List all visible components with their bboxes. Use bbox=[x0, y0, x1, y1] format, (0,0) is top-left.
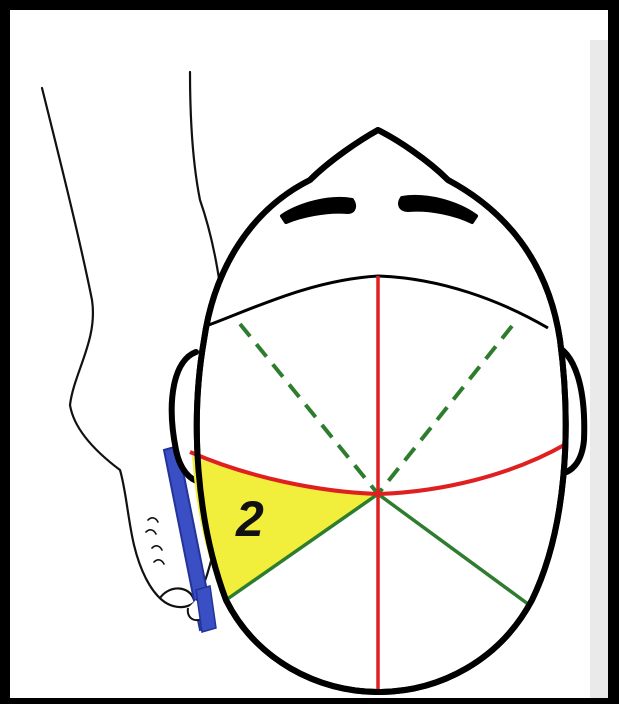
edge-shadow bbox=[590, 40, 608, 698]
section-number-label: 2 bbox=[235, 491, 264, 547]
